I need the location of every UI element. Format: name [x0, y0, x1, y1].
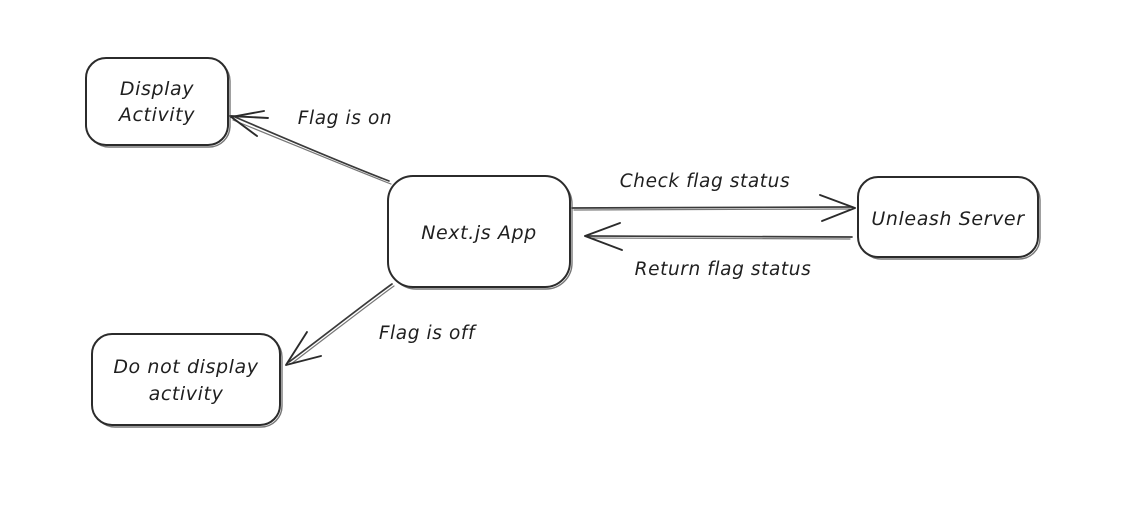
edge-return-flag-status-line: [587, 235, 853, 238]
node-nextjs-app-shape[interactable]: [387, 175, 571, 288]
edge-return-flag-status: Return flag status: [584, 222, 853, 280]
node-display-activity-shape[interactable]: [85, 57, 229, 146]
edge-flag-off-line: [288, 283, 393, 363]
edge-label-flag-off: Flag is off: [379, 323, 477, 344]
edge-check-flag-status-arrowhead: [819, 194, 856, 222]
edge-flag-off-line-sketch: [290, 285, 395, 365]
node-do-not-display-activity[interactable]: Do not display activity: [91, 333, 283, 428]
edge-check-flag-status-line: [571, 206, 853, 209]
node-unleash-server-shape[interactable]: [857, 176, 1039, 258]
edge-check-flag-status: Check flag status: [571, 171, 856, 222]
edge-check-flag-status-line-sketch: [573, 208, 851, 211]
node-display-activity-label-line1: Display: [120, 78, 194, 100]
node-nextjs-app[interactable]: Next.js App: [387, 175, 573, 290]
edge-flag-on-line: [234, 116, 390, 182]
edge-flag-off-arrowhead: [285, 331, 322, 366]
node-do-not-display-activity-label-line2: activity: [149, 383, 224, 405]
edge-flag-off: Flag is off: [285, 283, 477, 366]
edge-return-flag-status-arrowhead: [584, 222, 623, 251]
node-unleash-server[interactable]: Unleash Server: [857, 176, 1041, 260]
edge-label-flag-on: Flag is on: [298, 108, 392, 129]
edge-label-return-flag-status: Return flag status: [635, 259, 812, 280]
node-display-activity[interactable]: Display Activity: [85, 57, 231, 148]
node-display-activity-label-line2: Activity: [117, 104, 195, 126]
edge-label-check-flag-status: Check flag status: [620, 171, 790, 192]
edge-return-flag-status-line-sketch: [589, 237, 851, 240]
node-do-not-display-activity-label-line1: Do not display: [113, 356, 258, 378]
node-nextjs-app-label: Next.js App: [421, 222, 537, 244]
edge-flag-on-arrowhead-sketch: [230, 110, 265, 118]
node-unleash-server-label: Unleash Server: [871, 208, 1025, 230]
edge-flag-on: Flag is on: [229, 108, 392, 185]
node-do-not-display-activity-shape[interactable]: [91, 333, 281, 426]
edge-flag-on-line-sketch: [232, 119, 392, 185]
